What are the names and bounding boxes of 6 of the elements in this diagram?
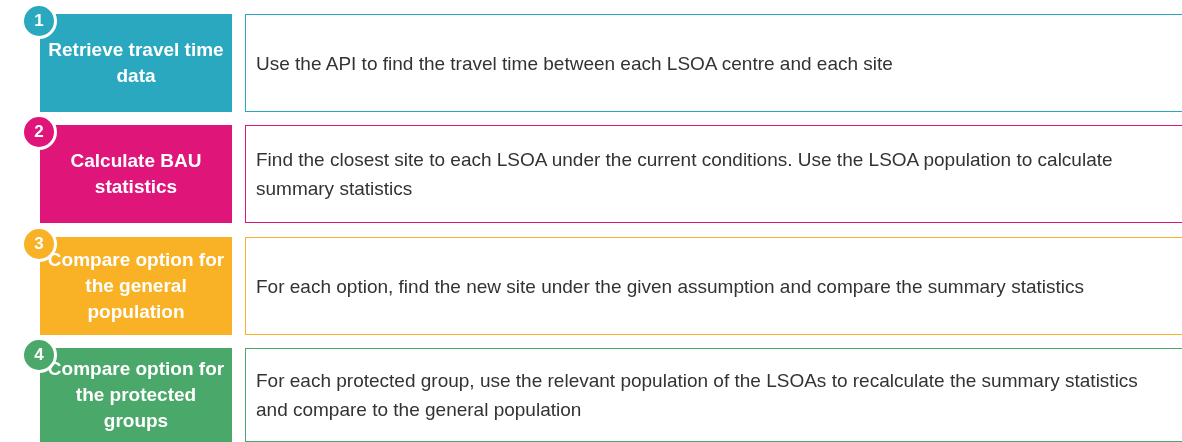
step-description-box: Find the closest site to each LSOA under the current conditions. Use the LSOA population to calculate summary statistics bbox=[245, 125, 1182, 223]
step-description-box: Use the API to find the travel time between each LSOA centre and each site bbox=[245, 14, 1182, 112]
step-description-box: For each protected group, use the relevant population of the LSOAs to recalculate the summary statistics and compare to the general population bbox=[245, 348, 1182, 442]
step-number-badge: 1 bbox=[21, 3, 57, 39]
step-number-badge: 2 bbox=[21, 114, 57, 150]
step-description-box: For each option, find the new site under the given assumption and compare the summary statistics bbox=[245, 237, 1182, 335]
